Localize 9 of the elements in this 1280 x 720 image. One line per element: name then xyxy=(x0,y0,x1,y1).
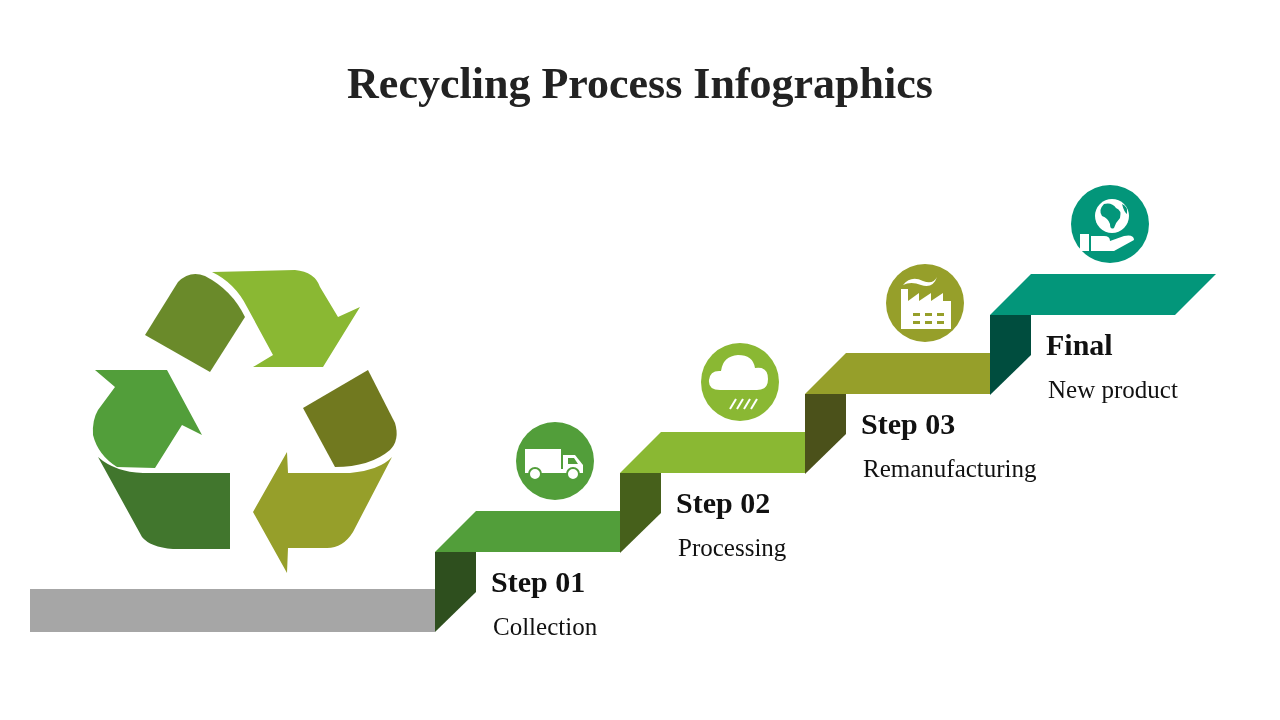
step-heading: Step 01 xyxy=(491,565,586,598)
step-description: Remanufacturing xyxy=(863,455,1037,483)
step-description: Processing xyxy=(678,534,787,562)
step-description: New product xyxy=(1048,376,1178,404)
step-heading: Step 02 xyxy=(676,486,771,519)
step-heading: Final xyxy=(1046,328,1113,361)
title: Recycling Process Infographics xyxy=(346,58,934,109)
step-heading: Step 03 xyxy=(861,407,956,440)
step-description: Collection xyxy=(493,613,598,641)
